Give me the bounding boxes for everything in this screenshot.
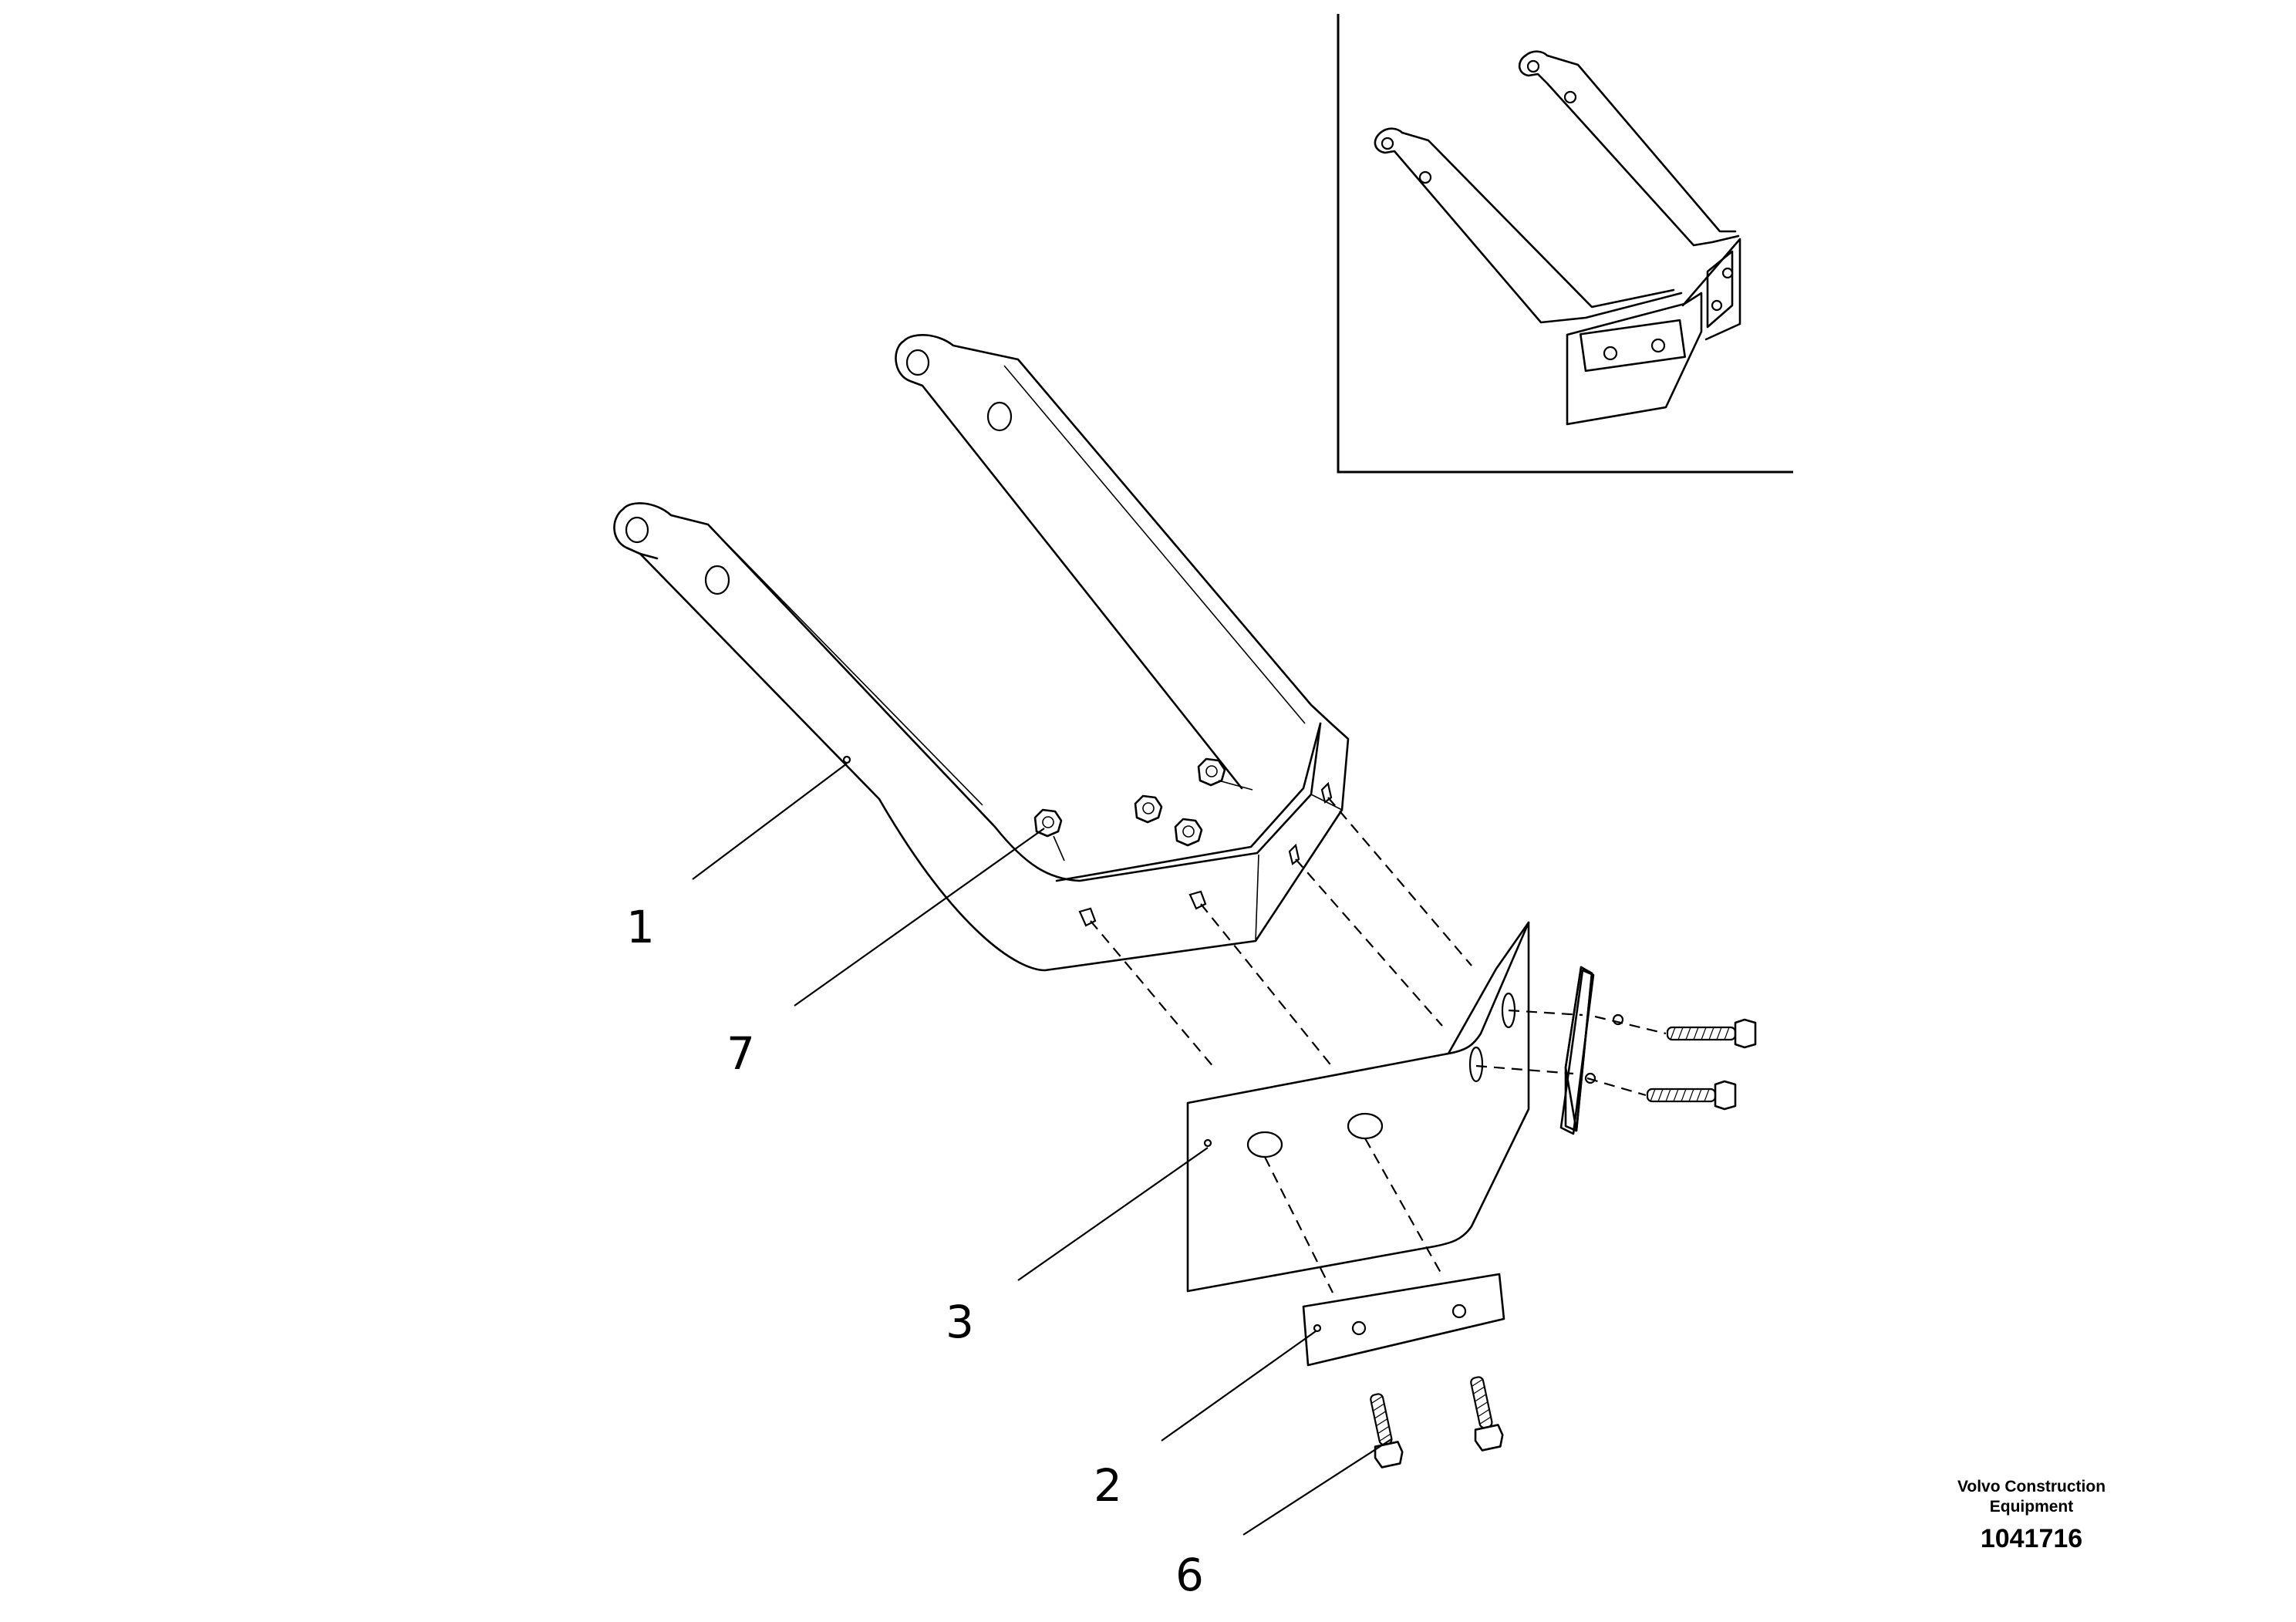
bolt-icon	[1666, 1018, 1757, 1049]
side-plate	[1564, 966, 1624, 1132]
bolts	[1361, 1018, 1757, 1469]
callout-7: 7	[727, 1027, 755, 1080]
company-name-line1: Volvo Construction	[1957, 1478, 2106, 1496]
bolt-icon	[1462, 1373, 1506, 1452]
bolt-icon	[1646, 1080, 1737, 1111]
callout-6: 6	[1175, 1549, 1204, 1601]
callout-1: 1	[626, 901, 655, 953]
drawing-number: 1041716	[1981, 1524, 2082, 1553]
inset-overview-view	[1337, 14, 1793, 474]
clamp-plate	[1302, 1273, 1505, 1367]
bolt-icon	[1361, 1390, 1406, 1469]
nut-icon	[1134, 794, 1163, 824]
inset-frame	[1337, 14, 1793, 474]
side-plate-outline	[1559, 969, 1595, 1135]
main-bracket	[613, 333, 1350, 972]
angle-plate	[1186, 921, 1530, 1293]
assembly-lines	[1090, 797, 1667, 1293]
company-name-line2: Equipment	[1990, 1498, 2074, 1516]
nut-parts	[1033, 757, 1253, 862]
callout-2: 2	[1094, 1459, 1122, 1512]
callout-3: 3	[946, 1296, 974, 1348]
leader-lines	[692, 763, 1392, 1536]
nut-icon	[1174, 818, 1203, 847]
